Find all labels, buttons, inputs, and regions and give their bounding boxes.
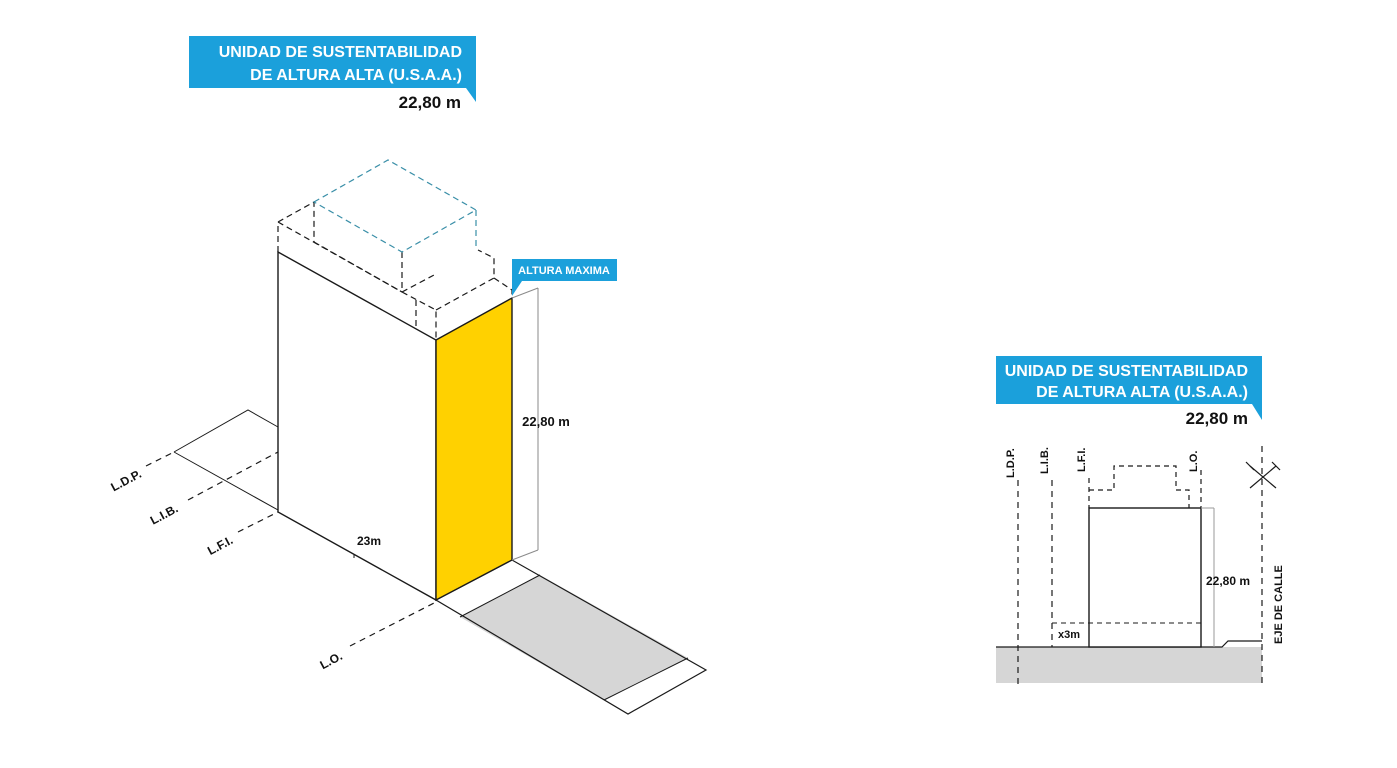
section-height-value: 22,80 m bbox=[1186, 409, 1248, 428]
section-label-lfi: L.F.I. bbox=[1076, 448, 1088, 472]
iso-axis-ldp: L.D.P. bbox=[109, 467, 144, 495]
lo-axis-line bbox=[349, 601, 437, 647]
iso-title-banner bbox=[189, 36, 476, 102]
iso-title-line1: UNIDAD DE SUSTENTABILIDAD bbox=[219, 44, 462, 61]
sidewalk-line bbox=[459, 574, 541, 618]
lib-axis-line bbox=[187, 451, 279, 501]
iso-title-line2: DE ALTURA ALTA (U.S.A.A.) bbox=[250, 67, 462, 84]
section-label-lo: L.O. bbox=[1188, 451, 1200, 472]
ldp-axis-line bbox=[145, 451, 175, 467]
section-title-line1: UNIDAD DE SUSTENTABILIDAD bbox=[1005, 363, 1248, 380]
height-dim-line bbox=[511, 287, 539, 299]
section-title-line2: DE ALTURA ALTA (U.S.A.A.) bbox=[1036, 384, 1248, 401]
iso-axis-lo: L.O. bbox=[318, 649, 345, 672]
isometric-view: UNIDAD DE SUSTENTABILIDAD DE ALTURA ALTA… bbox=[109, 36, 708, 715]
lfi-axis-line bbox=[237, 511, 279, 533]
section-building bbox=[1088, 507, 1202, 648]
section-ground bbox=[996, 647, 1262, 683]
sidewalk-line bbox=[603, 657, 689, 701]
section-label-street-axis: EJE DE CALLE bbox=[1273, 565, 1285, 644]
iso-axis-lib: L.I.B. bbox=[148, 501, 180, 527]
iso-dimension-depth: 23m bbox=[357, 534, 381, 548]
height-dim-line bbox=[511, 549, 539, 561]
section-title-box: UNIDAD DE SUSTENTABILIDAD DE ALTURA ALTA… bbox=[996, 356, 1262, 428]
iso-height-value: 22,80 m bbox=[399, 93, 461, 112]
lot-line-back bbox=[173, 409, 279, 453]
lot-line-back bbox=[173, 451, 279, 511]
iso-axis-lfi: L.F.I. bbox=[205, 533, 235, 558]
section-dimension-base: x3m bbox=[1058, 629, 1080, 641]
altura-maxima-badge: ALTURA MAXIMA bbox=[512, 259, 617, 296]
section-upper-profile bbox=[1089, 465, 1190, 508]
upper-volumes-dashed bbox=[277, 200, 513, 340]
street-axis-cross-icon bbox=[1245, 461, 1281, 489]
sidewalk-gray bbox=[460, 575, 688, 700]
iso-dimension-height: 22,80 m bbox=[522, 414, 570, 429]
section-dimension-height: 22,80 m bbox=[1206, 574, 1250, 588]
iso-title-box: UNIDAD DE SUSTENTABILIDAD DE ALTURA ALTA… bbox=[189, 36, 476, 112]
altura-maxima-label: ALTURA MAXIMA bbox=[518, 265, 610, 277]
section-title-banner bbox=[996, 356, 1262, 420]
building-front-face-highlight bbox=[435, 296, 513, 602]
section-label-lib: L.I.B. bbox=[1039, 447, 1051, 474]
section-view: UNIDAD DE SUSTENTABILIDAD DE ALTURA ALTA… bbox=[996, 356, 1285, 686]
section-label-ldp: L.D.P. bbox=[1005, 448, 1017, 478]
upper-volume-blue-dashed bbox=[312, 159, 478, 253]
